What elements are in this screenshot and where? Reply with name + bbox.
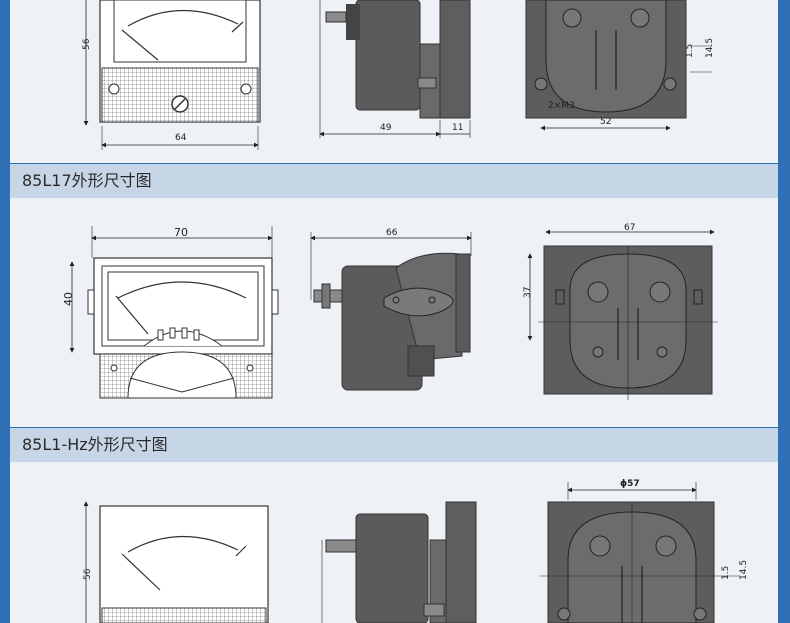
middle-rear-height-label: 37 <box>523 287 533 298</box>
middle-front-view <box>87 257 279 399</box>
bottom-rear-dim-b: 14.5 <box>739 560 749 580</box>
bottom-front-view <box>99 505 269 623</box>
top-side-view <box>325 0 471 119</box>
bottom-front-height-label: 56 <box>83 568 93 580</box>
middle-front-width-label: 70 <box>174 226 188 239</box>
top-side-flange-label: 11 <box>452 123 463 133</box>
bottom-rear-view <box>540 501 740 623</box>
middle-rear-width-label: 67 <box>624 223 635 233</box>
top-front-height-label: 56 <box>82 38 92 50</box>
top-rear-dim-b: 14.5 <box>705 38 715 58</box>
top-rear-dim-a: 1.5 <box>685 44 695 58</box>
top-front-view <box>99 0 261 123</box>
bottom-rear-dim-a: 1.5 <box>721 566 731 580</box>
middle-front-height-label: 40 <box>62 292 75 306</box>
top-rear-width-label: 52 <box>600 117 611 127</box>
top-front-width-label: 64 <box>175 133 187 143</box>
section-title-85l17: 85L17外形尺寸图 <box>10 164 778 198</box>
middle-side-depth-label: 66 <box>386 228 398 238</box>
middle-rear-view <box>538 245 718 400</box>
top-rear-screw-label: 2×M3 <box>548 101 575 111</box>
bottom-side-view <box>321 501 477 623</box>
section-title-85l1-hz: 85L1-Hz外形尺寸图 <box>10 428 778 462</box>
bottom-rear-diameter-label: ϕ57 <box>620 479 640 489</box>
top-side-depth-label: 49 <box>380 123 392 133</box>
top-rear-view: 2×M3 <box>525 0 687 119</box>
middle-side-view <box>313 252 471 391</box>
